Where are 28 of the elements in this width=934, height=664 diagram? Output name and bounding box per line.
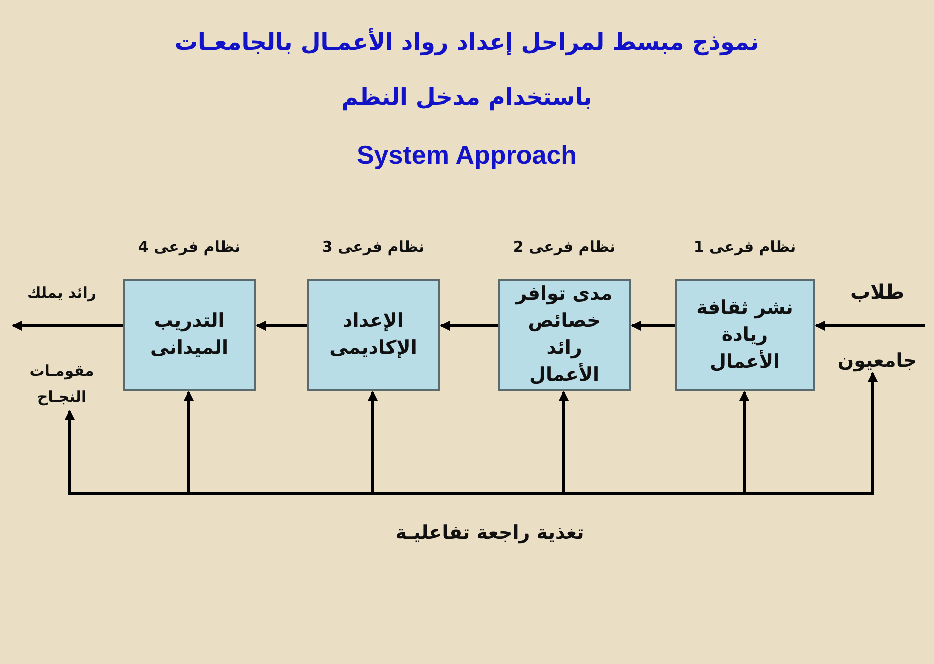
output-label: رائد يملك xyxy=(26,284,98,302)
subsystem-label: نظام فرعى 1 xyxy=(692,238,798,256)
feedback-arrow xyxy=(559,391,569,494)
arrow xyxy=(440,321,498,331)
arrow xyxy=(631,321,675,331)
feedback-arrow xyxy=(868,372,878,494)
process-box: نشر ثقافة ريادة الأعمال xyxy=(675,279,815,391)
feedback-line xyxy=(68,492,874,496)
process-box: مدى توافر خصائص رائد الأعمال xyxy=(498,279,631,391)
process-box: الإعداد الإكاديمى xyxy=(307,279,440,391)
feedback-arrow xyxy=(184,391,194,494)
input-label: طلاب xyxy=(849,280,906,304)
arrow xyxy=(815,321,925,331)
feedback-arrow xyxy=(740,391,750,494)
output-label: مقومـات النجـاح xyxy=(28,361,96,408)
subtitle: باستخدام مدخل النظم xyxy=(340,85,594,111)
title: نموذج مبسط لمراحل إعداد رواد الأعمـال بالجامعـات xyxy=(174,30,760,56)
input-label: جامعيون xyxy=(836,350,918,372)
feedback-arrow xyxy=(368,391,378,494)
feedback-label: تغذية راجعة تفاعليـة xyxy=(394,522,586,544)
feedback-arrow xyxy=(65,410,75,494)
subsystem-label: نظام فرعى 3 xyxy=(321,238,426,256)
arrow xyxy=(256,321,307,331)
arrow xyxy=(12,321,123,331)
subtitle: System Approach xyxy=(356,140,578,171)
process-box: التدريب الميدانى xyxy=(123,279,256,391)
subsystem-label: نظام فرعى 4 xyxy=(137,238,242,256)
subsystem-label: نظام فرعى 2 xyxy=(512,238,617,256)
